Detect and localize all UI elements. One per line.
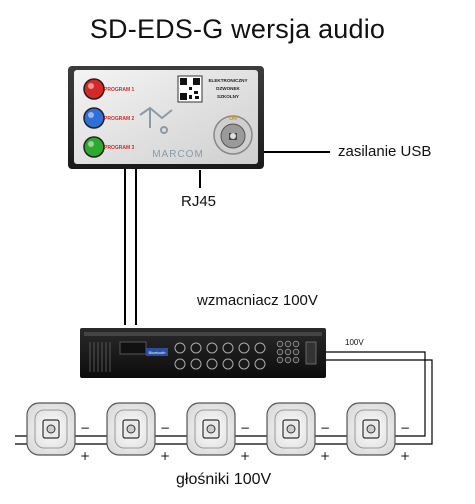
amplifier-zone-knob xyxy=(284,356,292,364)
amplifier-knob xyxy=(174,342,186,354)
amplifier-zone-knob xyxy=(292,340,300,348)
program-button-3-label: PROGRAM 3 xyxy=(104,145,135,151)
program-button-2-label: PROGRAM 2 xyxy=(104,116,135,122)
bell-controller: PROGRAM 1 PROGRAM 2 PROGRAM 3 ELEKTRONICZN… xyxy=(68,66,264,169)
bluetooth-badge xyxy=(146,348,168,356)
amplifier-knob xyxy=(174,358,186,370)
speaker-minus-mark: − xyxy=(240,421,250,435)
speaker-1: −+ xyxy=(26,402,90,463)
amplifier-zone-knob xyxy=(276,348,284,356)
program-button-1-label: PROGRAM 1 xyxy=(104,87,135,93)
amplifier-knob xyxy=(206,342,218,354)
program-button-2-light xyxy=(83,107,105,129)
program-button-2: PROGRAM 2 xyxy=(83,107,135,129)
speaker-minus-mark: − xyxy=(320,421,330,435)
speaker-3: −+ xyxy=(186,402,250,463)
amplifier-knob xyxy=(222,342,234,354)
switch-on-label: ON xyxy=(229,116,237,122)
amplifier-zone-knob xyxy=(284,348,292,356)
usb-power-label: zasilanie USB xyxy=(338,143,432,160)
speaker-plus-mark: + xyxy=(320,449,330,463)
amplifier-unit: Bluetooth xyxy=(80,328,326,378)
amplifier-zone-knob xyxy=(292,348,300,356)
speaker-5: −+ xyxy=(346,402,410,463)
rj45-label: RJ45 xyxy=(181,193,217,210)
amplifier-vents xyxy=(89,342,111,372)
brand-name: MARCOM xyxy=(152,149,204,160)
speaker-minus-mark: − xyxy=(80,421,90,435)
panel-text-line-2: DZWONEK xyxy=(216,86,240,91)
speaker-plus-mark: + xyxy=(160,449,170,463)
speakers-label: głośniki 100V xyxy=(176,471,272,488)
amplifier-knob xyxy=(254,342,266,354)
line-voltage-label: 100V xyxy=(345,338,364,347)
amplifier-zone-knob xyxy=(292,356,300,364)
amplifier-knob xyxy=(190,342,202,354)
speaker-2: −+ xyxy=(106,402,170,463)
speaker-plus-mark: + xyxy=(80,449,90,463)
marcom-logo-icon xyxy=(139,106,173,134)
amplifier-zone-knob xyxy=(284,340,292,348)
amplifier-knob xyxy=(206,358,218,370)
amplifier-knob xyxy=(222,358,234,370)
speaker-plus-mark: + xyxy=(400,449,410,463)
amplifier-knob xyxy=(254,358,266,370)
amplifier-label: wzmacniacz 100V xyxy=(197,292,318,309)
amplifier-zone-knob xyxy=(276,340,284,348)
panel-text-line-1: ELEKTRONICZNY xyxy=(208,78,247,83)
speaker-plus-mark: + xyxy=(240,449,250,463)
speaker-4: −+ xyxy=(266,402,330,463)
cable-device-to-amplifier xyxy=(124,168,137,325)
amplifier-knob xyxy=(190,358,202,370)
amplifier-power-switch xyxy=(305,341,317,365)
speaker-minus-mark: − xyxy=(400,421,410,435)
program-button-3: PROGRAM 3 xyxy=(83,136,135,158)
amplifier-zone-knob xyxy=(276,356,284,364)
diagram-title: SD-EDS-G wersja audio xyxy=(89,14,386,44)
panel-text-line-3: SZKOLNY xyxy=(217,94,239,99)
amplifier-knob xyxy=(238,358,250,370)
qr-code xyxy=(177,75,203,103)
bluetooth-label: Bluetooth xyxy=(149,350,166,355)
speaker-minus-mark: − xyxy=(160,421,170,435)
amplifier-knob xyxy=(238,342,250,354)
program-button-1-light xyxy=(83,78,105,100)
amplifier-display xyxy=(119,341,147,355)
program-button-3-light xyxy=(83,136,105,158)
key-switch-icon xyxy=(213,115,253,155)
program-button-1: PROGRAM 1 xyxy=(83,78,135,100)
